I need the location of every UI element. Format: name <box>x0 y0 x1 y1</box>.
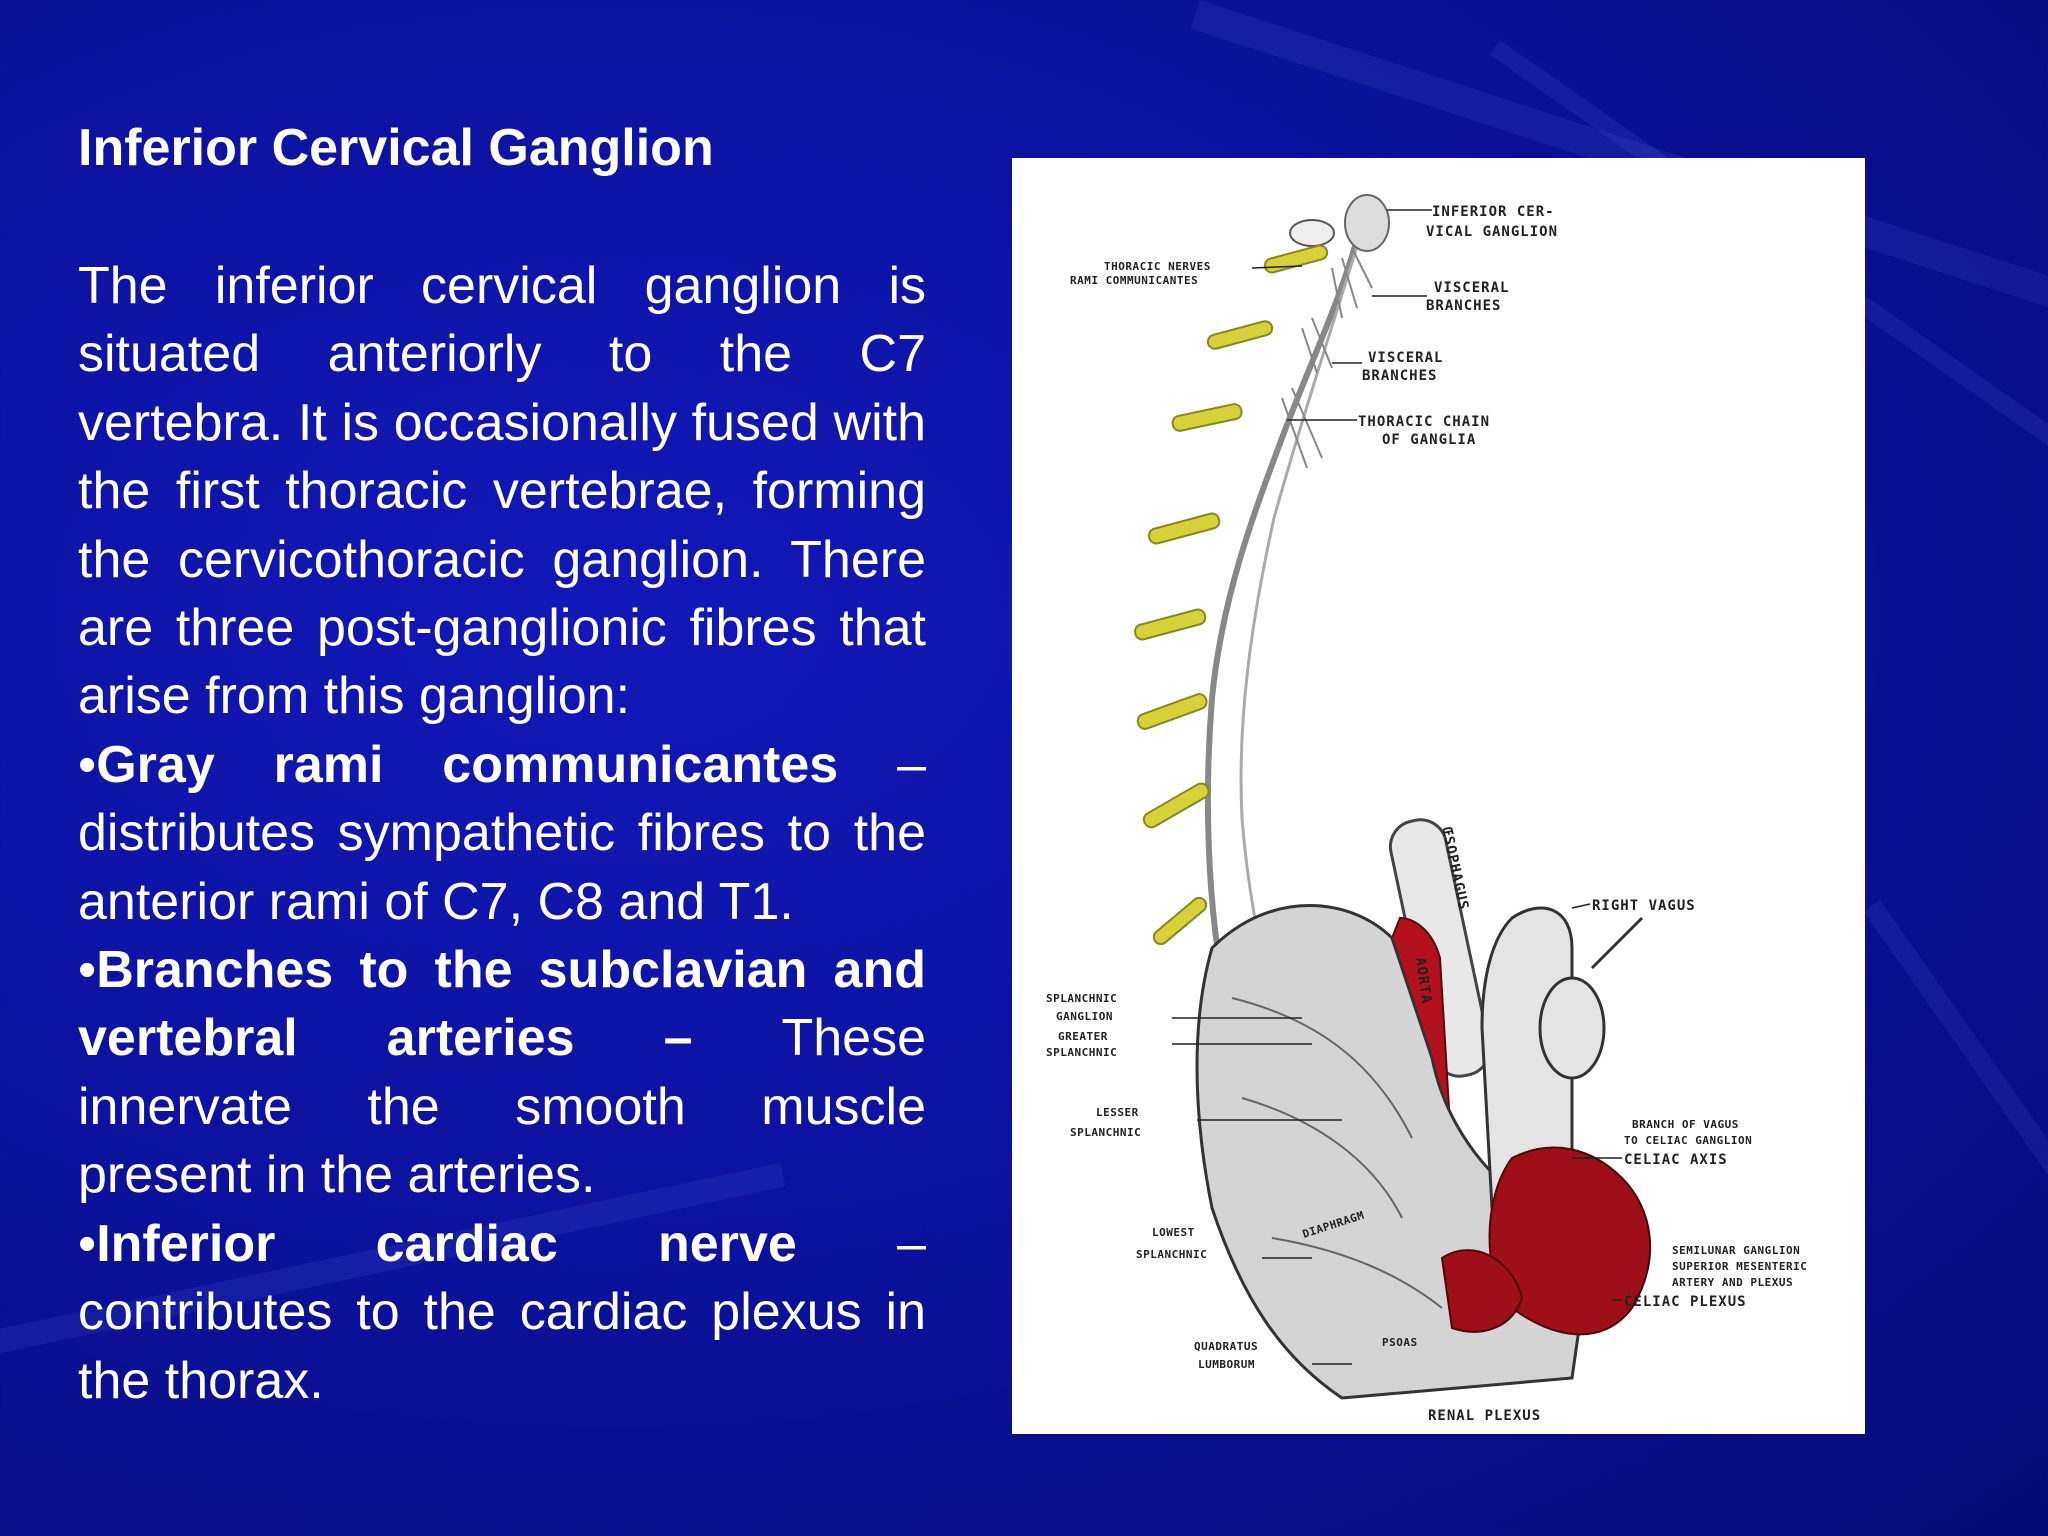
label-quadratus-lumborum-1: QUADRATUS <box>1194 1340 1258 1353</box>
label-semilunar-ganglion-3: ARTERY AND PLEXUS <box>1672 1276 1793 1289</box>
label-inferior-cervical-ganglion-2: VICAL GANGLION <box>1426 224 1558 240</box>
label-right-vagus: RIGHT VAGUS <box>1592 898 1696 914</box>
bullet-inferior-cardiac: •Inferior cardiac nerve – contributes to… <box>78 1210 926 1415</box>
label-visceral-branches-2a: VISCERAL <box>1368 350 1443 366</box>
label-thoracic-chain-1: THORACIC CHAIN <box>1358 414 1490 430</box>
pin-shape <box>1590 916 1644 970</box>
label-greater-splanchnic-1: GREATER <box>1058 1030 1108 1043</box>
leader-line <box>1571 903 1591 909</box>
anatomy-figure: INFERIOR CER- VICAL GANGLION THORACIC NE… <box>1012 158 1865 1434</box>
bullet-term: Inferior cardiac nerve <box>96 1214 797 1273</box>
label-thoracic-chain-2: OF GANGLIA <box>1382 432 1476 448</box>
label-lesser-splanchnic-1: LESSER <box>1096 1106 1139 1119</box>
label-splanchnic-ganglion-1: SPLANCHNIC <box>1046 992 1117 1005</box>
bullet-marker: • <box>78 941 97 1000</box>
label-visceral-branches-1a: VISCERAL <box>1434 280 1509 296</box>
bullet-dash: – <box>838 735 926 794</box>
diaphragm-shape <box>1231 997 1443 1309</box>
label-lesser-splanchnic-2: SPLANCHNIC <box>1070 1126 1141 1139</box>
label-semilunar-ganglion-1: SEMILUNAR GANGLION <box>1672 1244 1800 1257</box>
label-visceral-branches-1b: BRANCHES <box>1426 298 1501 314</box>
bullet-term: Branches to the subclavian and vertebral… <box>78 941 926 1068</box>
label-celiac-plexus: CELIAC PLEXUS <box>1624 1294 1747 1310</box>
label-celiac-axis: CELIAC AXIS <box>1624 1152 1728 1168</box>
bullet-term: Gray rami communicantes <box>96 735 839 794</box>
label-greater-splanchnic-2: SPLANCHNIC <box>1046 1046 1117 1059</box>
label-lowest-splanchnic-1: LOWEST <box>1152 1226 1195 1239</box>
plexus-shape <box>1440 1249 1524 1333</box>
label-renal-plexus: RENAL PLEXUS <box>1428 1408 1541 1424</box>
bullet-marker: • <box>78 735 97 794</box>
label-branch-of-vagus-2: TO CELIAC GANGLION <box>1624 1134 1752 1147</box>
background-streak <box>1863 900 2048 1240</box>
bullet-dash: – <box>796 1214 926 1273</box>
inferior-ganglion-shape <box>1344 194 1390 252</box>
label-branch-of-vagus-1: BRANCH OF VAGUS <box>1632 1118 1739 1131</box>
visceral-branch-line <box>1281 247 1373 469</box>
label-lowest-splanchnic-2: SPLANCHNIC <box>1136 1248 1207 1261</box>
celiac-plexus-group <box>1440 1146 1652 1336</box>
slide-body: The inferior cervical ganglion is situat… <box>78 252 926 1415</box>
bullet-text: contributes to the cardiac plexus in the… <box>78 1283 926 1410</box>
nerve-root-shape <box>1171 403 1243 432</box>
nerve-root-shape <box>1206 320 1274 350</box>
bullet-marker: • <box>78 1214 97 1273</box>
label-visceral-branches-2b: BRANCHES <box>1362 368 1437 384</box>
bullet-text: These innervate the smooth muscle presen… <box>78 1009 926 1205</box>
label-semilunar-ganglion-2: SUPERIOR MESENTERIC <box>1672 1260 1807 1273</box>
sympathetic-chain-diagram: INFERIOR CER- VICAL GANGLION THORACIC NE… <box>1046 194 1807 1424</box>
nerve-root-shape <box>1263 244 1329 274</box>
nerve-root-shape <box>1152 896 1208 946</box>
label-thoracic-nerves-1: THORACIC NERVES <box>1104 260 1211 273</box>
bullet-gray-rami: •Gray rami communicantes – distributes s… <box>78 731 926 936</box>
leader-line <box>1251 265 1303 269</box>
vessel-section-shape <box>1538 976 1606 1080</box>
vertebra-section-shape <box>1289 219 1335 247</box>
label-thoracic-nerves-2: RAMI COMMUNICANTES <box>1070 274 1198 287</box>
bullet-text: distributes sympathetic fibres to the an… <box>78 804 926 931</box>
label-inferior-cervical-ganglion-1: INFERIOR CER- <box>1432 204 1555 220</box>
label-psoas: PSOAS <box>1382 1336 1418 1349</box>
nerve-root-shape <box>1136 693 1208 730</box>
slide-title: Inferior Cervical Ganglion <box>78 119 714 177</box>
label-aorta: AORTA <box>1412 956 1434 1005</box>
nerve-root-shape <box>1147 512 1221 545</box>
leader-lines <box>1172 209 1622 1365</box>
nerve-root-shape <box>1133 608 1207 641</box>
bullet-subclavian-branches: •Branches to the subclavian and vertebra… <box>78 936 926 1210</box>
intro-paragraph: The inferior cervical ganglion is situat… <box>78 257 926 726</box>
nerve-root-shape <box>1142 782 1210 829</box>
label-quadratus-lumborum-2: LUMBORUM <box>1198 1358 1255 1371</box>
label-splanchnic-ganglion-2: GANGLION <box>1056 1010 1113 1023</box>
